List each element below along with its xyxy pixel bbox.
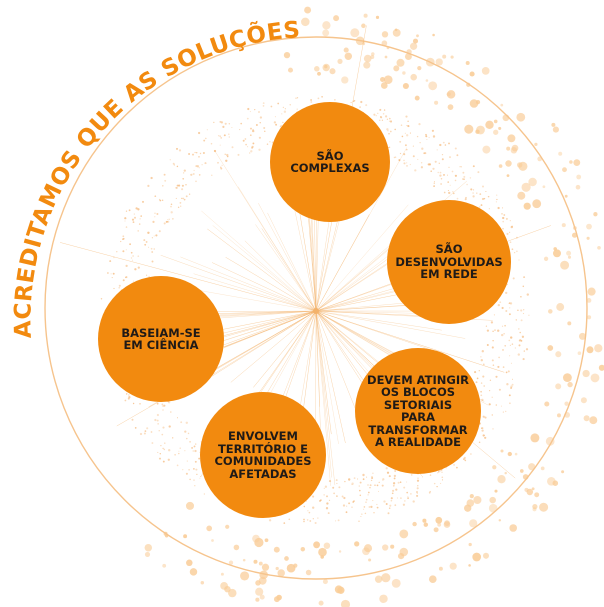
- network-hub: [313, 308, 319, 314]
- bubble-sao-complexas: SÃO COMPLEXAS: [270, 102, 390, 222]
- bubble-envolvem-territorio: ENVOLVEM TERRITÓRIO E COMUNIDADES AFETAD…: [200, 392, 326, 518]
- bubble-sao-desenvolvidas-em-rede: SÃO DESENVOLVIDAS EM REDE: [387, 200, 511, 324]
- bubble-devem-atingir-blocos-setoriais: DEVEM ATINGIR OS BLOCOS SETORIAIS PARA T…: [355, 348, 481, 474]
- bubble-label: DEVEM ATINGIR OS BLOCOS SETORIAIS PARA T…: [367, 372, 469, 449]
- bubble-label: ENVOLVEM TERRITÓRIO E COMUNIDADES AFETAD…: [214, 429, 312, 481]
- outer-ring: [44, 36, 588, 580]
- bubble-label: BASEIAM-SE EM CIÊNCIA: [121, 325, 201, 352]
- bubble-baseiam-se-em-ciencia: BASEIAM-SE EM CIÊNCIA: [98, 276, 224, 402]
- bubble-label: SÃO DESENVOLVIDAS EM REDE: [395, 242, 503, 282]
- bubble-label: SÃO COMPLEXAS: [290, 148, 370, 175]
